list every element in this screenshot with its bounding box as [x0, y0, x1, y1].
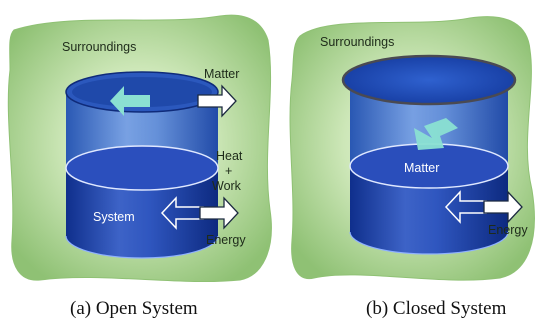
open-matter-arrow-out-icon — [197, 84, 237, 118]
open-work-label: Work — [212, 179, 242, 193]
open-matter-arrow-in-icon — [110, 86, 150, 116]
open-system-label: System — [93, 210, 135, 224]
open-system-panel: Surroundings Matter Heat + Work System E… — [7, 14, 272, 283]
closed-surroundings-label: Surroundings — [320, 35, 394, 49]
open-plus-label: + — [225, 164, 232, 178]
closed-energy-arrow-out-icon — [483, 190, 523, 224]
open-system-caption: (a) Open System — [70, 298, 198, 319]
closed-energy-label: Energy — [488, 223, 528, 237]
closed-matter-label: Matter — [404, 161, 439, 175]
closed-system-caption: (b) Closed System — [366, 298, 507, 319]
open-heat-label: Heat — [216, 149, 243, 163]
open-energy-label: Energy — [206, 233, 246, 247]
closed-cylinder-lid — [341, 54, 517, 106]
closed-energy-arrow-in-icon — [444, 190, 487, 224]
open-matter-label: Matter — [204, 67, 239, 81]
open-energy-arrow-out-icon — [199, 196, 239, 230]
open-surroundings-label: Surroundings — [62, 40, 136, 54]
closed-matter-arrow-icon — [414, 118, 458, 150]
open-system-liquid-surface — [65, 145, 219, 191]
closed-system-panel: Surroundings Matter Energy — [289, 16, 535, 281]
open-energy-arrow-in-icon — [160, 196, 204, 230]
